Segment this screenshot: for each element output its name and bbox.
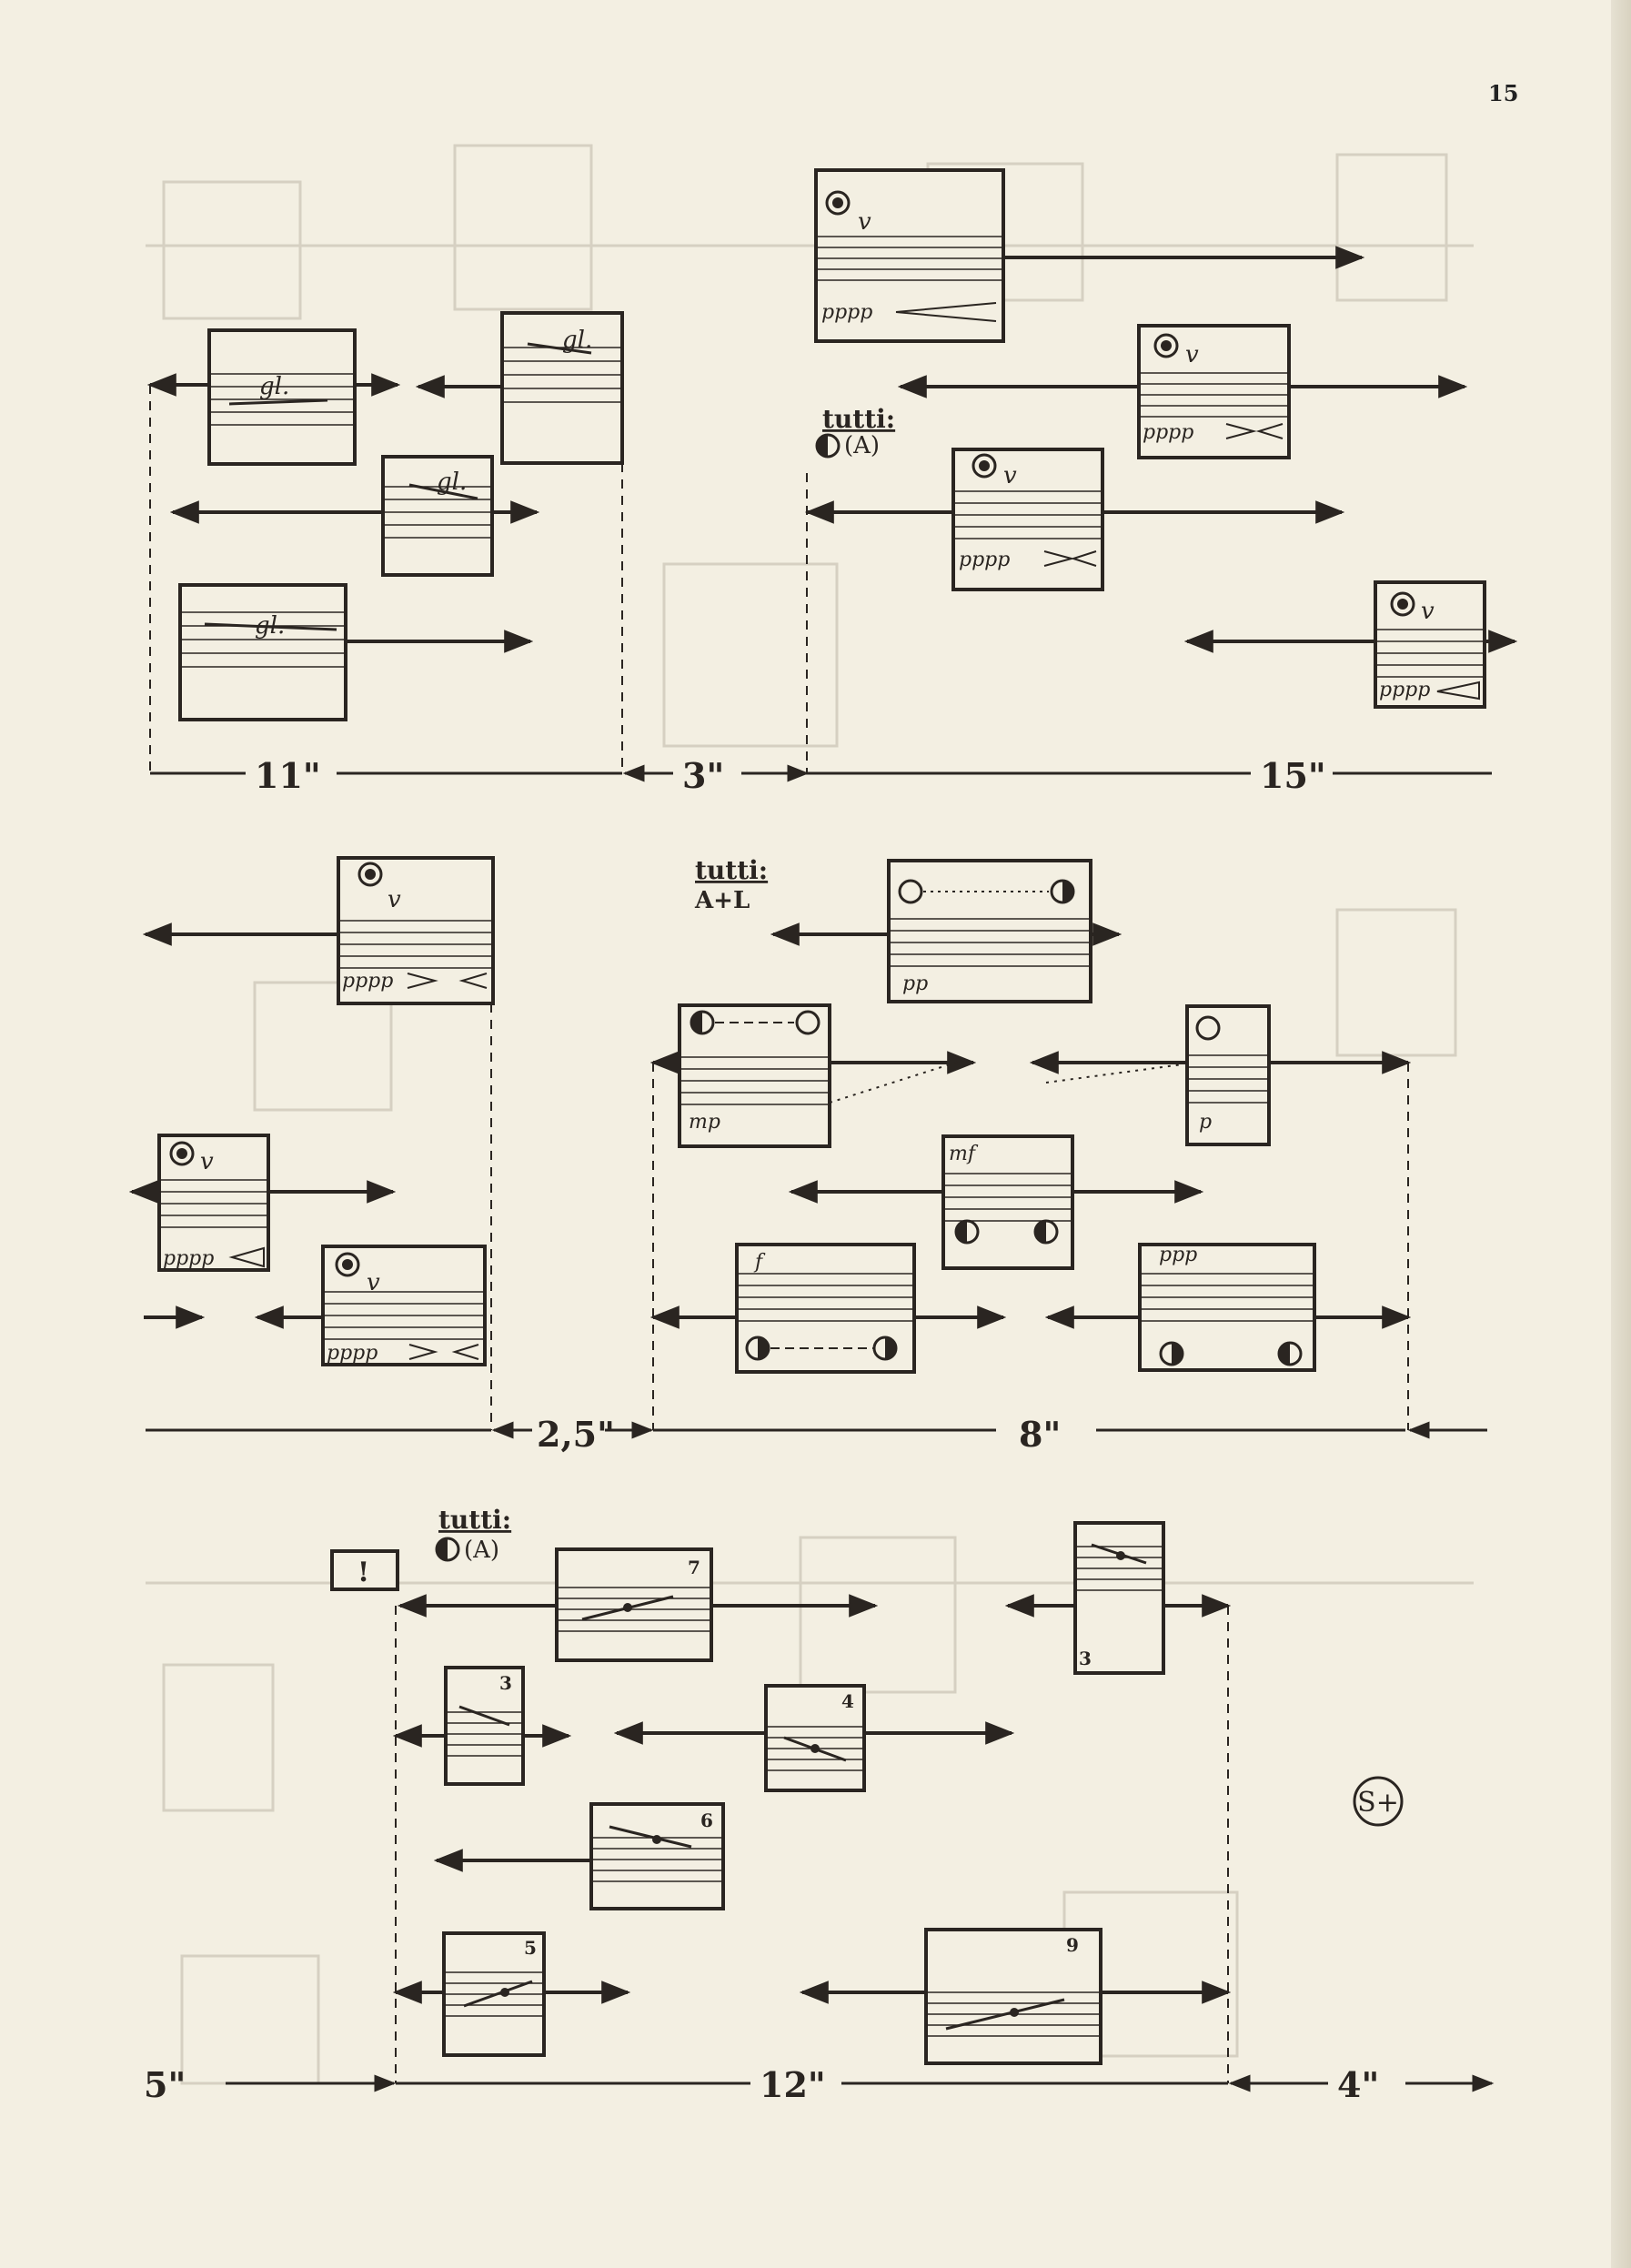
- bowing-mark: v: [1421, 598, 1435, 625]
- box-number: 7: [688, 1557, 700, 1578]
- bowing-mark: v: [1185, 341, 1199, 368]
- box-number: 5: [524, 1937, 537, 1959]
- duration-label: 8": [1019, 1414, 1061, 1455]
- score-box: [142, 856, 495, 1005]
- score-box: [649, 1003, 977, 1148]
- bowing-mark: v: [367, 1269, 380, 1296]
- page-edge: [1611, 0, 1631, 2268]
- system-1-text: gl. gl. gl. gl. v pppp v pppp v pppp v p…: [255, 208, 1435, 796]
- score-box: [128, 1134, 397, 1272]
- bowing-mark: v: [1003, 462, 1017, 489]
- dynamic-marking: pppp: [163, 1247, 214, 1270]
- score-box: [169, 455, 540, 577]
- duration-label: 11": [255, 755, 321, 796]
- bowing-mark: v: [388, 886, 401, 913]
- dynamic-marking: pppp: [342, 970, 393, 993]
- tutti-label: tutti:: [822, 404, 895, 434]
- score-box: [1029, 1004, 1412, 1146]
- half-filled-circle-icon: [437, 1538, 448, 1560]
- box-number: 9: [1066, 1934, 1079, 1956]
- score-box: [804, 448, 1345, 591]
- score-box: [144, 1245, 487, 1366]
- duration-label: 5": [144, 2064, 186, 2105]
- system-3: [226, 1521, 1495, 2092]
- dynamic-marking: pppp: [327, 1342, 378, 1365]
- score-box: [1044, 1243, 1412, 1372]
- score-box: [613, 1684, 1015, 1792]
- duration-label: 2,5": [537, 1414, 615, 1455]
- dynamic-marking: p: [1199, 1111, 1212, 1134]
- duration-label: 3": [682, 755, 724, 796]
- score-box: [649, 1243, 1007, 1374]
- tutti-instruction: (A): [464, 1537, 499, 1564]
- box-number: 4: [841, 1690, 854, 1712]
- score-box: [415, 311, 624, 465]
- system-3-text: ! tutti: (A) 7 3 3 4 6 5 9 S+ 5" 12" 4": [144, 1505, 1399, 2105]
- glissando-mark: gl.: [259, 373, 289, 400]
- tutti-instruction: (A): [844, 432, 880, 459]
- score-box: [1004, 1521, 1232, 1675]
- system-2-text: v pppp v pppp v pppp pp mp p mf f ppp tu…: [163, 855, 1212, 1455]
- exclamation-box: [330, 1549, 399, 1591]
- box-number: 3: [499, 1672, 512, 1694]
- dynamic-marking: mp: [689, 1111, 720, 1134]
- s-plus-label: S+: [1357, 1787, 1399, 1819]
- score-box: [788, 1134, 1204, 1270]
- dynamic-marking: mf: [949, 1143, 979, 1165]
- page-number: 15: [1488, 80, 1519, 106]
- score-box: [770, 859, 1123, 1003]
- glissando-mark: gl.: [562, 327, 592, 354]
- tutti-label: tutti:: [695, 855, 768, 885]
- dynamic-marking: ppp: [1159, 1244, 1197, 1266]
- exclamation-mark: !: [357, 1557, 369, 1588]
- dynamic-marking: pppp: [959, 549, 1010, 571]
- duration-label: 15": [1260, 755, 1326, 796]
- score-box: [814, 168, 1365, 343]
- score-box: [1183, 580, 1518, 709]
- box-number: 3: [1079, 1648, 1092, 1669]
- dynamic-marking: pp: [902, 973, 928, 995]
- system-1: [146, 168, 1518, 782]
- duration-label: 4": [1337, 2064, 1379, 2105]
- system-2: [128, 856, 1487, 1439]
- score-box: [799, 1928, 1232, 2065]
- score-box: [397, 1547, 879, 1662]
- duration-label: 12": [760, 2064, 826, 2105]
- score-box: [433, 1802, 725, 1910]
- dynamic-marking: pppp: [1143, 421, 1193, 444]
- s-plus-symbol: [1353, 1776, 1404, 1827]
- dynamic-marking: pppp: [821, 301, 872, 324]
- bowing-mark: v: [200, 1148, 214, 1175]
- glissando-mark: gl.: [437, 469, 467, 496]
- score-box: [392, 1666, 572, 1786]
- score-box: [146, 328, 401, 466]
- bowing-mark: v: [858, 208, 871, 236]
- box-number: 6: [700, 1809, 713, 1831]
- glissando-mark: gl.: [255, 612, 285, 640]
- dynamic-marking: pppp: [1379, 679, 1430, 701]
- tutti-instruction: A+L: [694, 887, 750, 914]
- score-box: [897, 324, 1468, 459]
- half-filled-circle-icon: [817, 435, 828, 457]
- score-box: [178, 583, 534, 721]
- score-box: [392, 1931, 631, 2057]
- tutti-label: tutti:: [438, 1505, 511, 1535]
